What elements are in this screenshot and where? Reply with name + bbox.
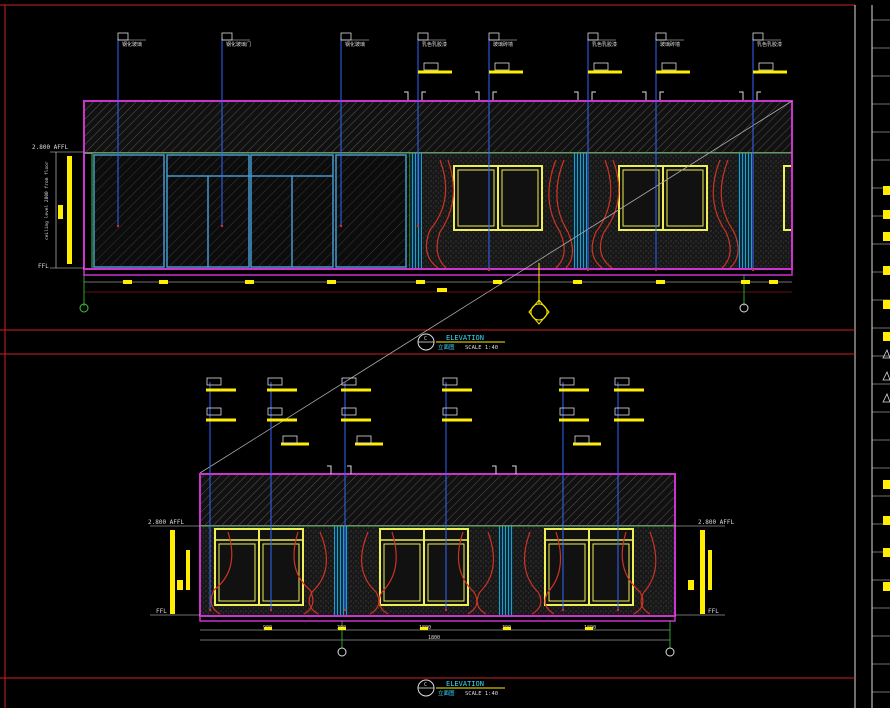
elevation-title: ELEVATION <box>446 680 484 688</box>
title-block-mark <box>883 186 890 195</box>
pipe-symbol <box>347 465 352 474</box>
elevation-title-bottom: C ELEVATION 立面图 SCALE 1:40 <box>417 679 505 697</box>
callout-label: 乳色乳胶漆 <box>422 41 447 48</box>
glass-brick-strip <box>410 153 422 269</box>
level-label: FFL <box>708 608 719 615</box>
level-label: 2.800 AFFL <box>32 144 69 151</box>
material-callout <box>614 377 644 612</box>
overall-dimension-label: 1800 <box>428 635 440 641</box>
callout-label: 玻璃砖墙 <box>493 41 513 48</box>
dim-tick <box>416 280 425 284</box>
title-block-mark <box>883 300 890 309</box>
dimension-ticks-top <box>123 280 778 292</box>
callouts-top: 钢化玻璃 钢化玻璃门 钢化玻璃 乳色乳胶漆 玻璃砖墙 乳色乳胶漆 玻璃砖墙 乳色乳胶漆 <box>116 32 787 272</box>
level-label: 2.800 AFFL <box>148 519 185 526</box>
title-block-mark <box>883 480 890 489</box>
title-block <box>872 19 890 693</box>
dim-tick <box>437 288 447 292</box>
pipe-symbol <box>512 465 517 474</box>
revision-triangle <box>882 349 890 359</box>
elevation-subtitle: 立面图 <box>438 689 455 697</box>
curtains <box>425 159 739 269</box>
dim-tick <box>741 280 750 284</box>
title-tag: C <box>424 682 427 688</box>
callout-label: 玻璃砖墙 <box>660 41 680 48</box>
ceiling-band-top <box>83 100 793 154</box>
glass-brick-strip <box>573 153 587 269</box>
dim-tick <box>123 280 132 284</box>
level-marks-bottom: 2.800 AFFL FFL 2.800 AFFL FFL <box>148 519 735 616</box>
glass-brick-strip <box>738 153 752 269</box>
callout-label: 钢化玻璃 <box>122 41 142 48</box>
dim-tick <box>573 280 582 284</box>
vertical-note: ceiling level 2800 from floor <box>44 161 50 240</box>
elevation-title-top: C ELEVATION 立面图 SCALE 1:40 <box>417 333 505 351</box>
dim-tick <box>769 280 778 284</box>
dim-tick <box>338 627 346 630</box>
glass-panel <box>93 154 165 268</box>
window <box>379 528 469 606</box>
material-callout <box>559 377 601 612</box>
revision-triangle <box>882 393 890 403</box>
dimension-labels-bottom: 900300180030018001800 <box>263 625 596 641</box>
elevation-top <box>83 100 793 474</box>
material-callout: 玻璃砖墙 <box>642 32 690 272</box>
callouts-bottom <box>206 377 644 612</box>
dim-tick <box>264 627 272 630</box>
level-label: FFL <box>156 608 167 615</box>
callout-label: 乳色乳胶漆 <box>757 41 782 48</box>
curtains <box>210 531 657 615</box>
title-tag: C <box>424 336 427 342</box>
elevation-title: ELEVATION <box>446 334 484 342</box>
level-marks-top: 2.800 AFFL FFL ceiling level 2800 from f… <box>32 144 84 270</box>
elevation-scale: SCALE 1:40 <box>465 345 498 351</box>
title-block-mark <box>883 332 890 341</box>
title-block-mark <box>883 232 890 241</box>
elevation-scale: SCALE 1:40 <box>465 691 498 697</box>
title-block-mark <box>883 582 890 591</box>
title-block-mark <box>883 516 890 525</box>
dim-tick <box>245 280 254 284</box>
material-callout: 钢化玻璃 <box>339 32 369 228</box>
material-callout: 乳色乳胶漆 <box>574 32 622 272</box>
elevation-bottom <box>199 473 676 657</box>
dim-tick <box>420 627 428 630</box>
glass-brick-strip <box>499 526 513 616</box>
material-callout <box>267 377 309 612</box>
glass-panel <box>335 154 407 268</box>
level-label: FFL <box>38 263 49 270</box>
pipe-symbol <box>327 465 332 474</box>
dim-tick <box>585 627 593 630</box>
material-callout <box>442 377 472 612</box>
glass-brick-strip <box>334 526 348 616</box>
title-block-mark <box>883 210 890 219</box>
dim-tick <box>159 280 168 284</box>
dim-tick <box>327 280 336 284</box>
callout-label: 钢化玻璃 <box>345 41 365 48</box>
window <box>214 528 304 606</box>
level-label: 2.800 AFFL <box>698 519 735 526</box>
dim-tick <box>656 280 665 284</box>
window <box>618 165 708 231</box>
material-callout: 钢化玻璃 <box>116 32 146 228</box>
material-callout: 玻璃砖墙 <box>475 32 523 272</box>
window <box>453 165 543 231</box>
callout-label: 乳色乳胶漆 <box>592 41 617 48</box>
material-callout: 钢化玻璃门 <box>220 32 251 228</box>
title-block-mark <box>883 548 890 557</box>
material-callout: 乳色乳胶漆 <box>739 32 787 272</box>
material-callout <box>206 377 236 612</box>
dim-tick <box>493 280 502 284</box>
title-block-mark <box>883 266 890 275</box>
dim-tick <box>503 627 511 630</box>
material-callout <box>341 377 383 612</box>
elevation-subtitle: 立面图 <box>438 343 455 351</box>
material-callout: 乳色乳胶漆 <box>404 32 452 228</box>
callout-label: 钢化玻璃门 <box>226 41 251 48</box>
pipe-symbol <box>492 465 497 474</box>
revision-triangle <box>882 371 890 381</box>
